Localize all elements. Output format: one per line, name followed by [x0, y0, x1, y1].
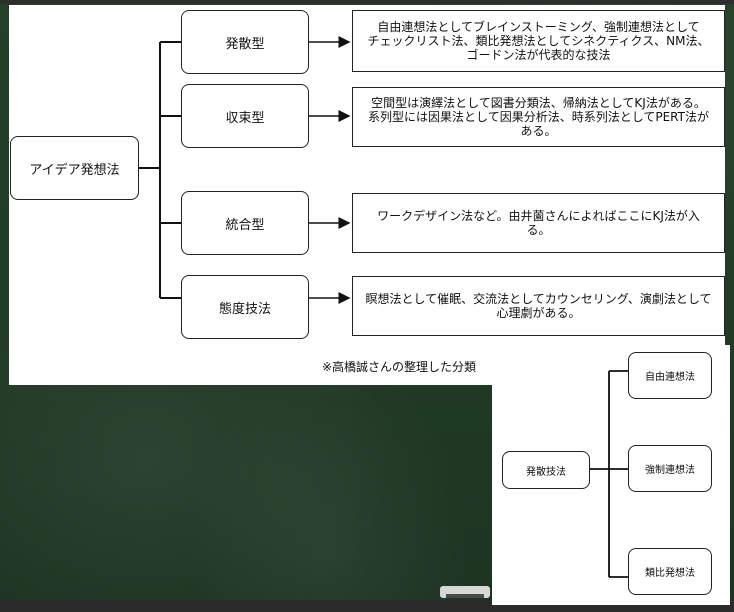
diagram-caption: ※高橋誠さんの整理した分類	[322, 360, 477, 374]
main-diagram-panel: アイデア発想法 発散型 収束型 統合型 態度技法 自由連想法としてブレインストー…	[9, 5, 725, 385]
main-connectors	[139, 36, 351, 304]
sub-diagram-panel: 発散技法 自由連想法 強制連想法 類比発想法	[492, 345, 730, 605]
branch-node-divergent: 発散型	[181, 10, 309, 74]
board-eraser	[440, 586, 490, 598]
description-integrative: ワークデザイン法など。由井薗さんによればここにKJ法が入 る。	[352, 193, 725, 253]
sub-node-analogy: 類比発想法	[628, 548, 712, 595]
board-frame	[0, 0, 734, 4]
description-attitude: 瞑想法として催眠、交流法としてカウンセリング、演劇法として 心理劇がある。	[352, 276, 725, 336]
description-convergent: 空間型は演繹法として図書分類法、帰納法としてKJ法がある。 系列型には因果法とし…	[352, 87, 725, 147]
sub-node-free-association: 自由連想法	[628, 352, 712, 399]
sub-connectors	[590, 370, 628, 578]
sub-root-node: 発散技法	[502, 451, 590, 489]
branch-node-integrative: 統合型	[181, 191, 309, 255]
description-divergent: 自由連想法としてブレインストーミング、強制連想法として チェックリスト法、類比発…	[352, 10, 725, 72]
branch-node-convergent: 収束型	[181, 84, 309, 148]
sub-node-forced-association: 強制連想法	[628, 445, 712, 492]
branch-node-attitude: 態度技法	[181, 275, 309, 339]
root-node: アイデア発想法	[10, 136, 139, 200]
